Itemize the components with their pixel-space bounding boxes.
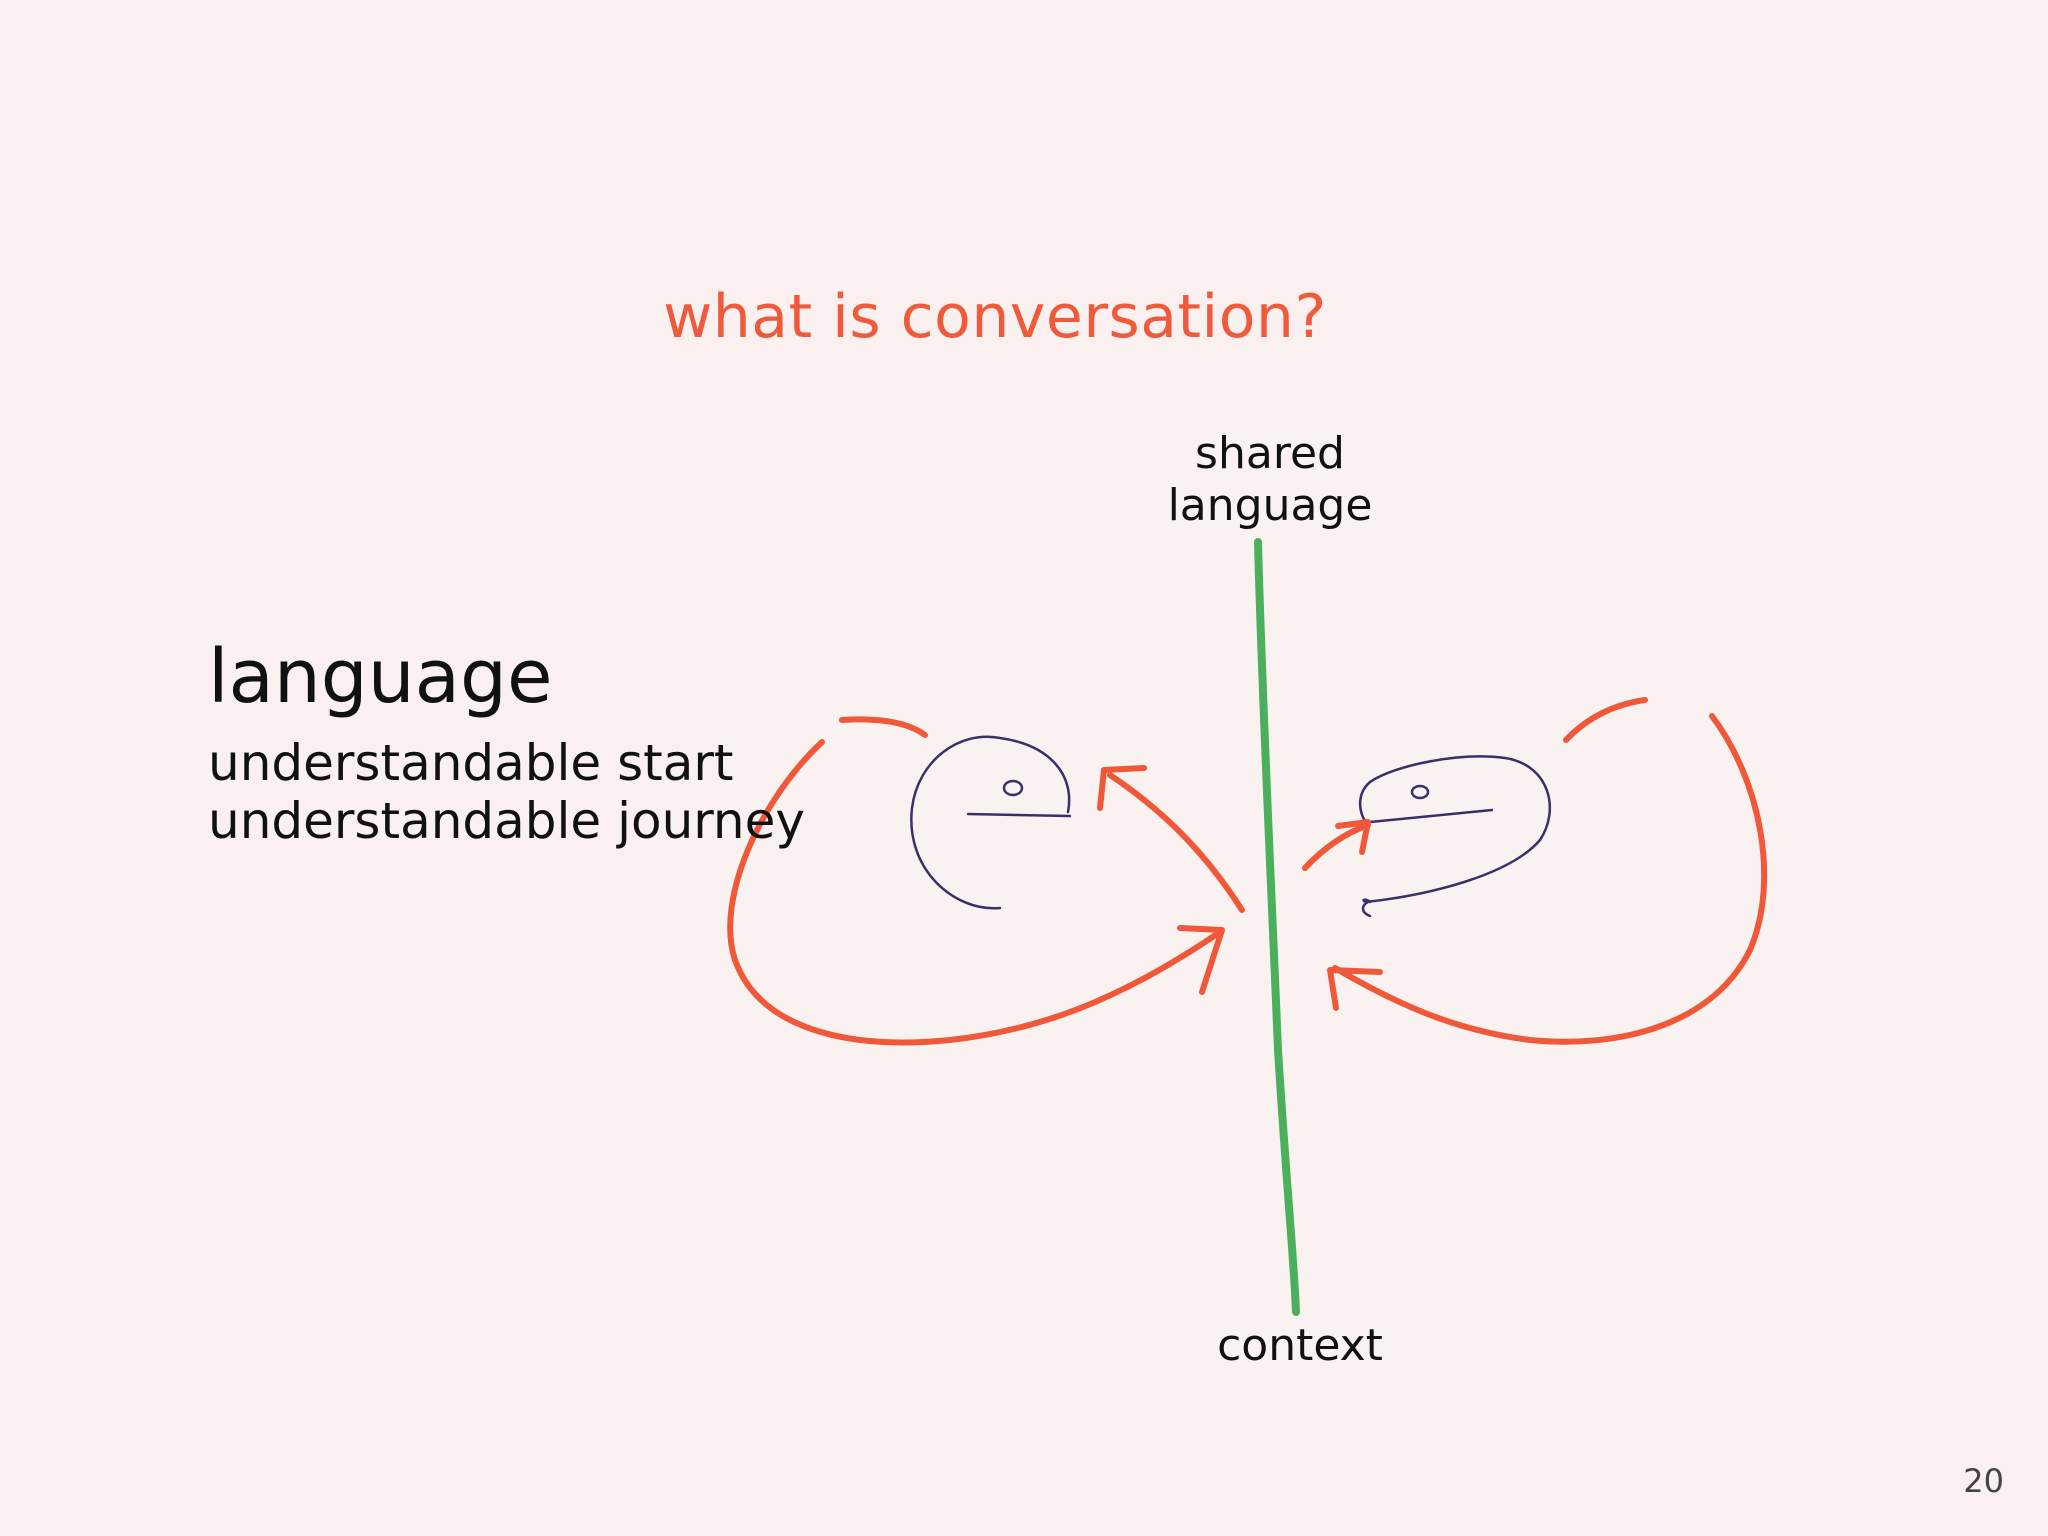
to-right-head-arrowhead xyxy=(1335,819,1371,855)
conversation-arrows xyxy=(727,697,1768,1046)
slide-title: what is conversation? xyxy=(663,282,1327,352)
right-loop-arrowhead xyxy=(1327,967,1383,1011)
left-loop-arrowhead xyxy=(1177,925,1225,995)
understandable-start-text: understandable start xyxy=(208,734,734,792)
right-loop-arrow xyxy=(1332,713,1768,1045)
to-left-head-arrowhead xyxy=(1097,765,1147,811)
language-heading: language xyxy=(208,634,553,720)
understandable-journey-text: understandable journey xyxy=(208,792,805,850)
context-label: context xyxy=(1217,1320,1383,1371)
page-number: 20 xyxy=(1963,1462,2004,1500)
shared-label-line-1: shared xyxy=(1195,428,1345,479)
left-loop-arrow xyxy=(727,739,1223,1046)
sketch-panel xyxy=(720,430,1780,1380)
to-left-head-arrow xyxy=(1107,772,1245,913)
left-head xyxy=(910,735,1072,910)
right-top-stroke xyxy=(1563,697,1648,743)
to-right-head-arrow xyxy=(1302,822,1371,871)
shared-language-label: shared language xyxy=(1120,428,1420,532)
left-top-stroke xyxy=(839,716,928,738)
right-head xyxy=(1358,755,1552,918)
shared-language-divider xyxy=(1254,538,1300,1316)
shared-label-line-2: language xyxy=(1167,480,1373,531)
